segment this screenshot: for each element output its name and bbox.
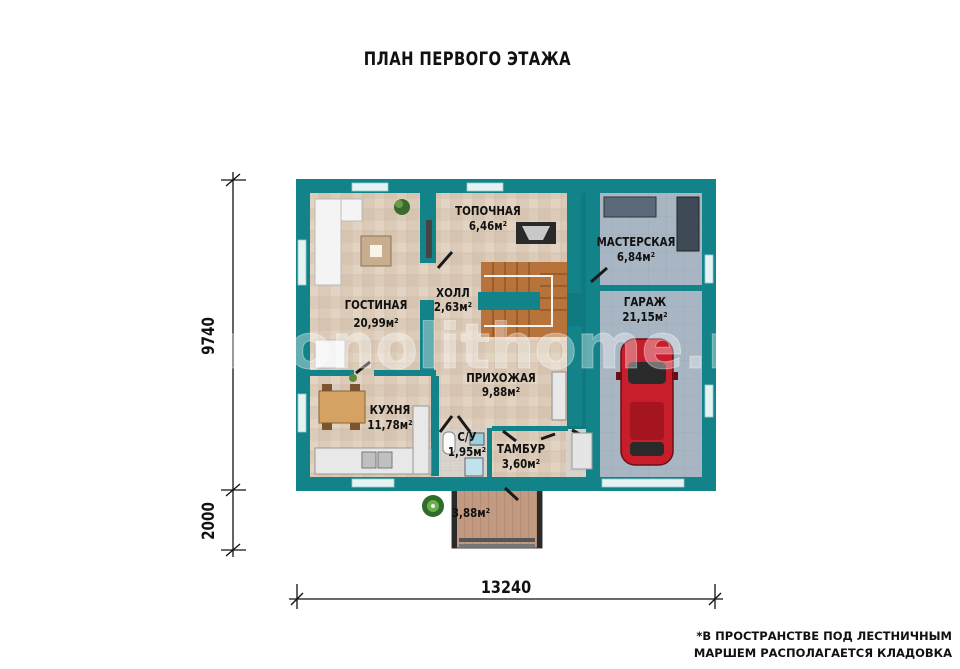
watermark: monolithome.ru [224, 310, 782, 383]
bathroom-fixtures [442, 431, 485, 477]
plan-title: ПЛАН ПЕРВОГО ЭТАЖА [363, 48, 572, 70]
room-entrance-name: ПРИХОЖАЯ [466, 370, 536, 385]
room-hall-name: ХОЛЛ [436, 285, 470, 300]
room-kitchen-area: 11,78м² [367, 417, 412, 432]
room-living-name: ГОСТИНАЯ [345, 297, 408, 312]
room-bathroom-area: 1,95м² [448, 444, 486, 459]
dimension-width-label: 13240 [481, 577, 531, 597]
vestibule-bench [571, 432, 593, 470]
footnote-line-2: МАРШЕМ РАСПОЛАГАЕТСЯ КЛАДОВКА [693, 646, 952, 660]
living-furniture [314, 198, 432, 369]
room-vestibule-area: 3,60м² [502, 456, 540, 471]
room-porch-area: 3,88м² [452, 505, 490, 520]
workshop-furniture [551, 196, 700, 421]
kitchen-furniture [314, 374, 432, 475]
room-workshop-name: МАСТЕРСКАЯ [597, 234, 676, 249]
room-workshop-area: 6,84м² [617, 249, 655, 264]
staircase [478, 262, 567, 337]
room-garage-area: 21,15м² [622, 309, 667, 324]
room-bathroom-name: С/У [457, 429, 476, 444]
dimension-porch-label: 2000 [199, 502, 219, 540]
dimension-left [221, 172, 246, 557]
room-vestibule-name: ТАМБУР [497, 441, 545, 456]
room-garage-name: ГАРАЖ [624, 294, 666, 309]
plant [422, 495, 444, 517]
room-entrance-area: 9,88м² [482, 384, 520, 399]
room-kitchen-name: КУХНЯ [370, 402, 411, 417]
room-boiler-area: 6,46м² [469, 218, 507, 233]
dimension-depth-label: 9740 [199, 317, 219, 355]
footnote-line-1: *В ПРОСТРАНСТВЕ ПОД ЛЕСТНИЧНЫМ [696, 629, 952, 643]
windows [297, 182, 714, 488]
room-boiler-name: ТОПОЧНАЯ [455, 203, 521, 218]
room-living-area: 20,99м² [353, 315, 398, 330]
room-hall-area: 2,63м² [434, 299, 472, 314]
car [616, 338, 678, 466]
dimension-bottom [289, 584, 723, 609]
boiler-equipment [516, 222, 556, 244]
footnote: *В ПРОСТРАНСТВЕ ПОД ЛЕСТНИЧНЫМ МАРШЕМ РА… [694, 628, 952, 662]
